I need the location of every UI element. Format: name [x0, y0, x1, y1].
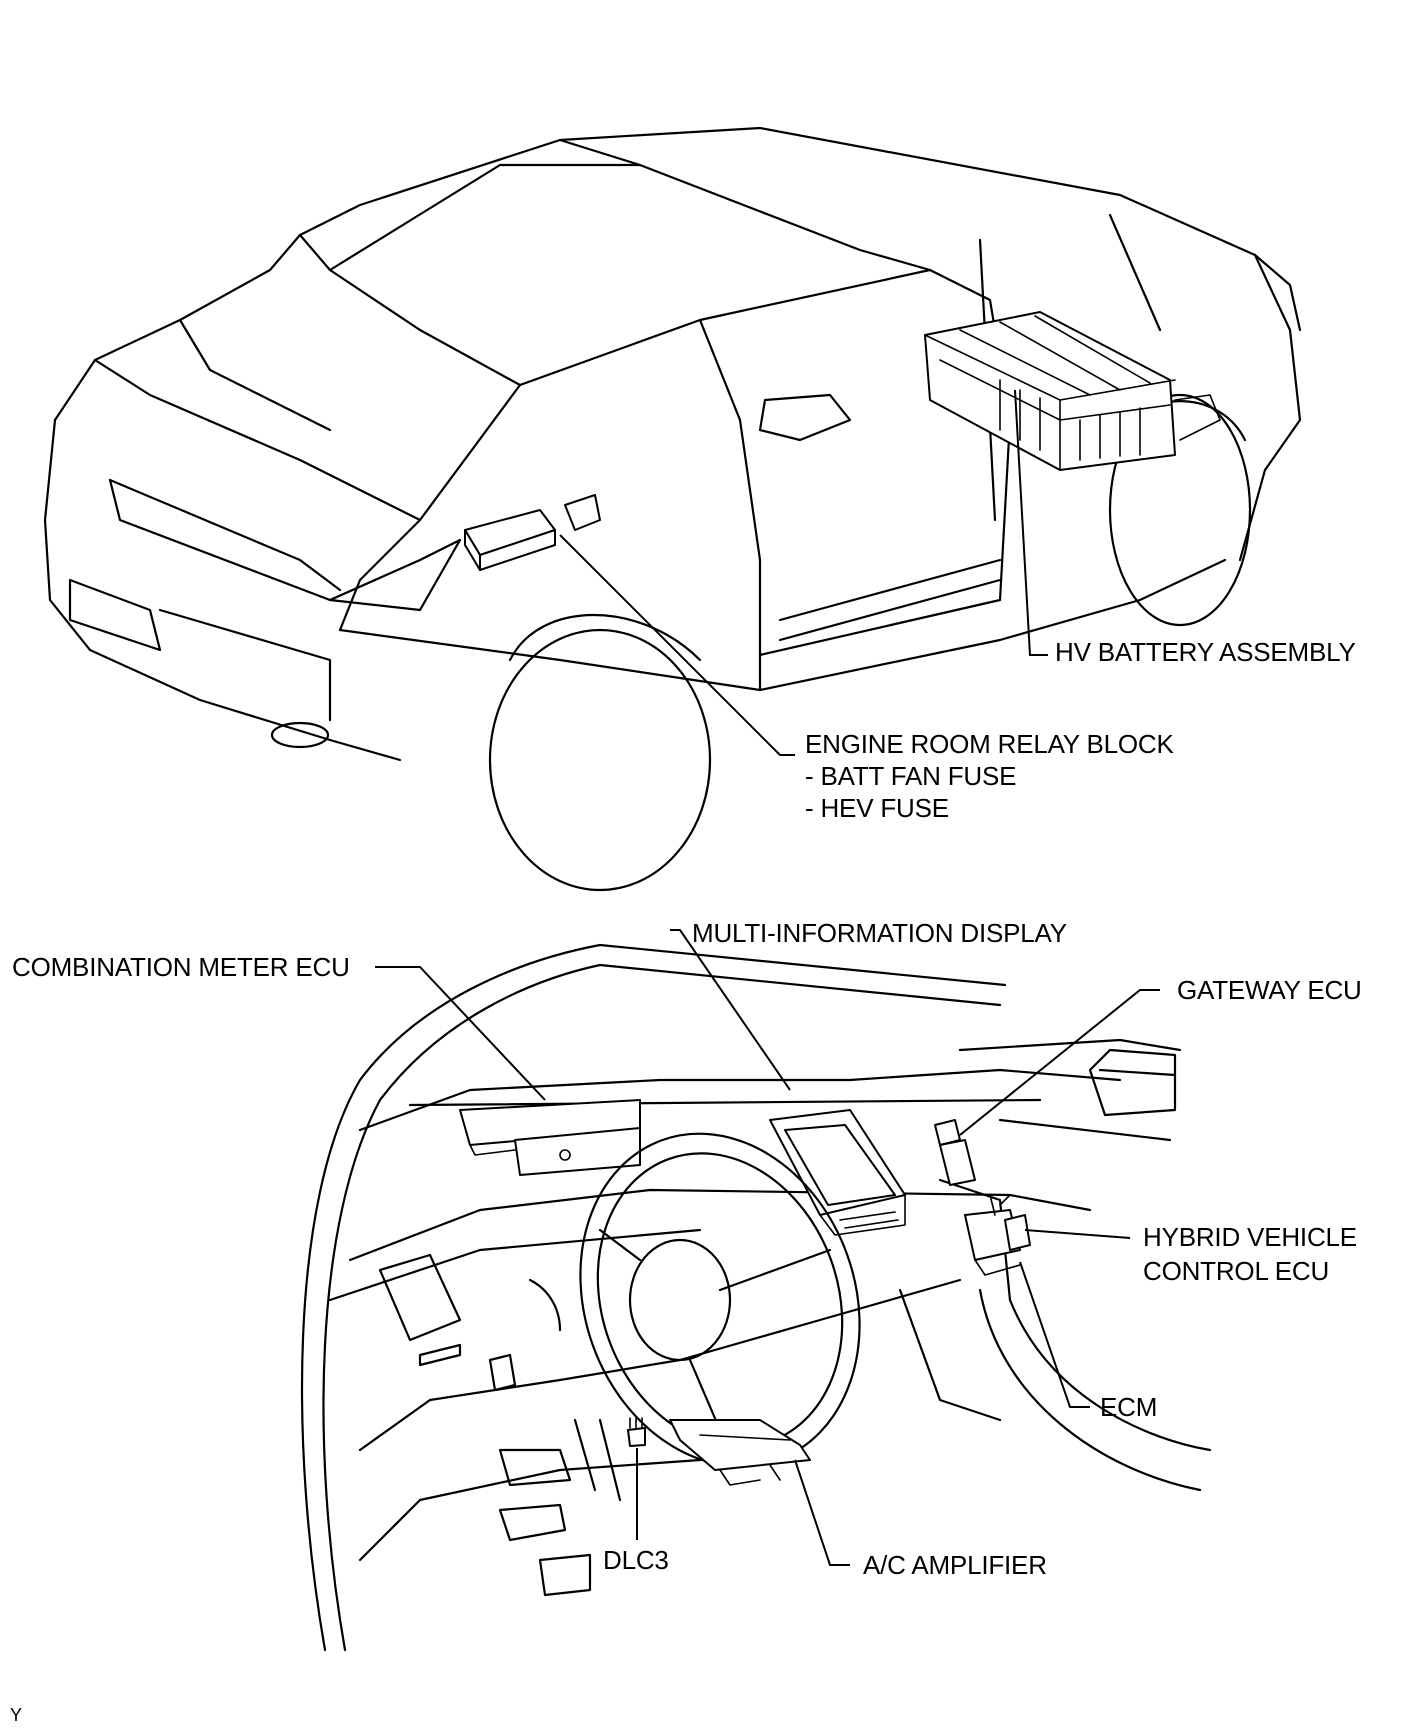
gateway-ecu-leader	[959, 989, 1160, 1136]
hv-battery-assembly-label: HV BATTERY ASSEMBLY	[1055, 637, 1356, 667]
hybrid-ecu-and-ecm-illustration	[964, 1194, 1031, 1276]
ecm-leader	[1019, 1261, 1090, 1408]
corner-mark: Y	[10, 1705, 22, 1725]
hybrid-ecu-leader	[1024, 1229, 1131, 1239]
engine-room-relay-leader	[559, 534, 795, 756]
engine-room-relay-block-label: ENGINE ROOM RELAY BLOCK	[805, 729, 1174, 759]
combination-meter-ecu-illustration	[459, 1099, 641, 1176]
combination-meter-leader	[375, 966, 546, 1101]
multi-information-display-label: MULTI-INFORMATION DISPLAY	[692, 918, 1067, 948]
dlc3-label: DLC3	[603, 1545, 669, 1575]
ac-amplifier-leader	[794, 1459, 850, 1566]
gateway-ecu-illustration	[934, 1119, 976, 1186]
hybrid-vehicle-control-ecu-label-line1: HYBRID VEHICLE	[1143, 1222, 1357, 1252]
engine-room-relay-block-illustration	[464, 494, 601, 571]
batt-fan-fuse-label: - BATT FAN FUSE	[805, 761, 1017, 791]
hv-battery-leader	[1014, 389, 1048, 656]
multi-info-display-leader	[670, 929, 791, 1091]
dlc3-illustration	[627, 1417, 646, 1447]
ecm-label: ECM	[1100, 1392, 1158, 1422]
gateway-ecu-label: GATEWAY ECU	[1177, 975, 1362, 1005]
ac-amplifier-label: A/C AMPLIFIER	[863, 1550, 1047, 1580]
car-exterior-illustration	[43, 126, 1302, 892]
ac-amplifier-illustration	[669, 1419, 811, 1486]
multi-information-display-illustration	[769, 1109, 906, 1236]
hv-battery-assembly-illustration	[924, 311, 1221, 471]
hev-fuse-label: - HEV FUSE	[805, 793, 949, 823]
hybrid-vehicle-control-ecu-label-line2: CONTROL ECU	[1143, 1256, 1330, 1286]
dashboard-interior-illustration	[300, 929, 1212, 1652]
combination-meter-ecu-label: COMBINATION METER ECU	[12, 952, 350, 982]
